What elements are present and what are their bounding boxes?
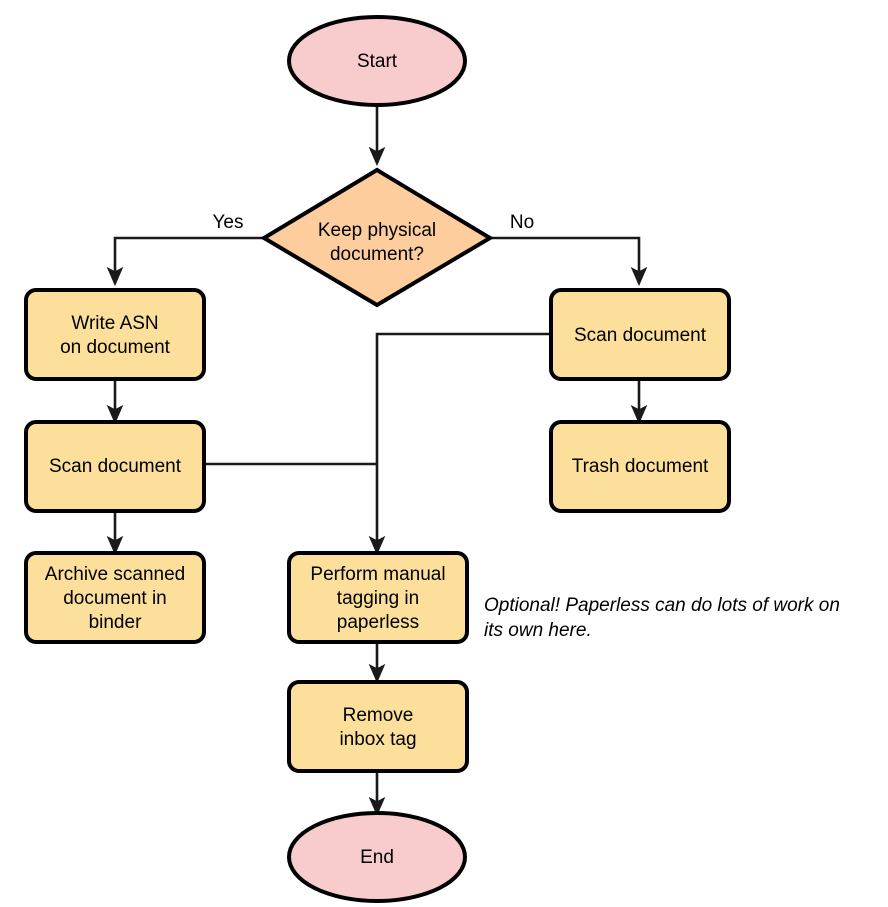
end-ellipse-shape — [287, 811, 467, 903]
remove-inbox-tag-label-line1: Remove — [343, 705, 414, 726]
scan-document-right-box-shape — [549, 288, 731, 381]
node-scan-document-left[interactable]: Scan document — [24, 420, 206, 513]
scan-document-left-box-shape — [24, 420, 206, 513]
remove-inbox-tag-label-line2: inbox tag — [339, 729, 416, 750]
write-asn-label-line2: on document — [60, 337, 171, 358]
annotation-optional-note: Optional! Paperless can do lots of work … — [484, 595, 840, 641]
edges-group — [106, 104, 648, 817]
edge-decision-no-to-scan-right — [491, 236, 648, 287]
note-line1: Optional! Paperless can do lots of work … — [484, 595, 840, 616]
node-end[interactable]: End — [287, 811, 467, 903]
start-ellipse-shape — [287, 15, 467, 107]
node-archive-scanned-document[interactable]: Archive scanned document in binder — [24, 551, 206, 644]
note-line2: its own here. — [484, 620, 592, 641]
write-asn-box-shape — [24, 288, 206, 381]
end-label: End — [360, 847, 394, 868]
node-perform-manual-tagging[interactable]: Perform manual tagging in paperless — [287, 551, 469, 644]
archive-label-line2: document in — [63, 588, 167, 609]
scan-document-left-label: Scan document — [49, 456, 182, 477]
node-start[interactable]: Start — [287, 15, 467, 107]
scan-document-right-label: Scan document — [574, 325, 707, 346]
remove-inbox-tag-box-shape — [287, 680, 469, 773]
archive-box-shape — [24, 551, 206, 644]
archive-label-line1: Archive scanned — [45, 564, 185, 585]
tagging-label-line2: tagging in — [337, 588, 419, 609]
node-decision-keep-physical-document[interactable]: Keep physical document? — [260, 167, 494, 308]
decision-diamond-shape — [260, 167, 494, 308]
archive-label-line3: binder — [89, 612, 142, 633]
edge-decision-yes-to-write-asn — [106, 236, 264, 287]
node-trash-document[interactable]: Trash document — [549, 420, 731, 513]
write-asn-label-line1: Write ASN — [71, 313, 158, 334]
node-scan-document-right[interactable]: Scan document — [549, 288, 731, 381]
trash-document-box-shape — [549, 420, 731, 513]
decision-label-line1: Keep physical — [318, 220, 436, 241]
tagging-label-line1: Perform manual — [310, 564, 445, 585]
decision-label-line2: document? — [330, 244, 424, 265]
start-label: Start — [357, 51, 398, 72]
edge-scan-right-to-tagging — [368, 332, 552, 556]
tagging-label-line3: paperless — [337, 612, 419, 633]
tagging-box-shape — [287, 551, 469, 644]
trash-document-label: Trash document — [572, 456, 709, 477]
node-write-asn-on-document[interactable]: Write ASN on document — [24, 288, 206, 381]
branch-label-yes: Yes — [213, 212, 244, 233]
branch-label-no: No — [510, 212, 534, 233]
node-remove-inbox-tag[interactable]: Remove inbox tag — [287, 680, 469, 773]
